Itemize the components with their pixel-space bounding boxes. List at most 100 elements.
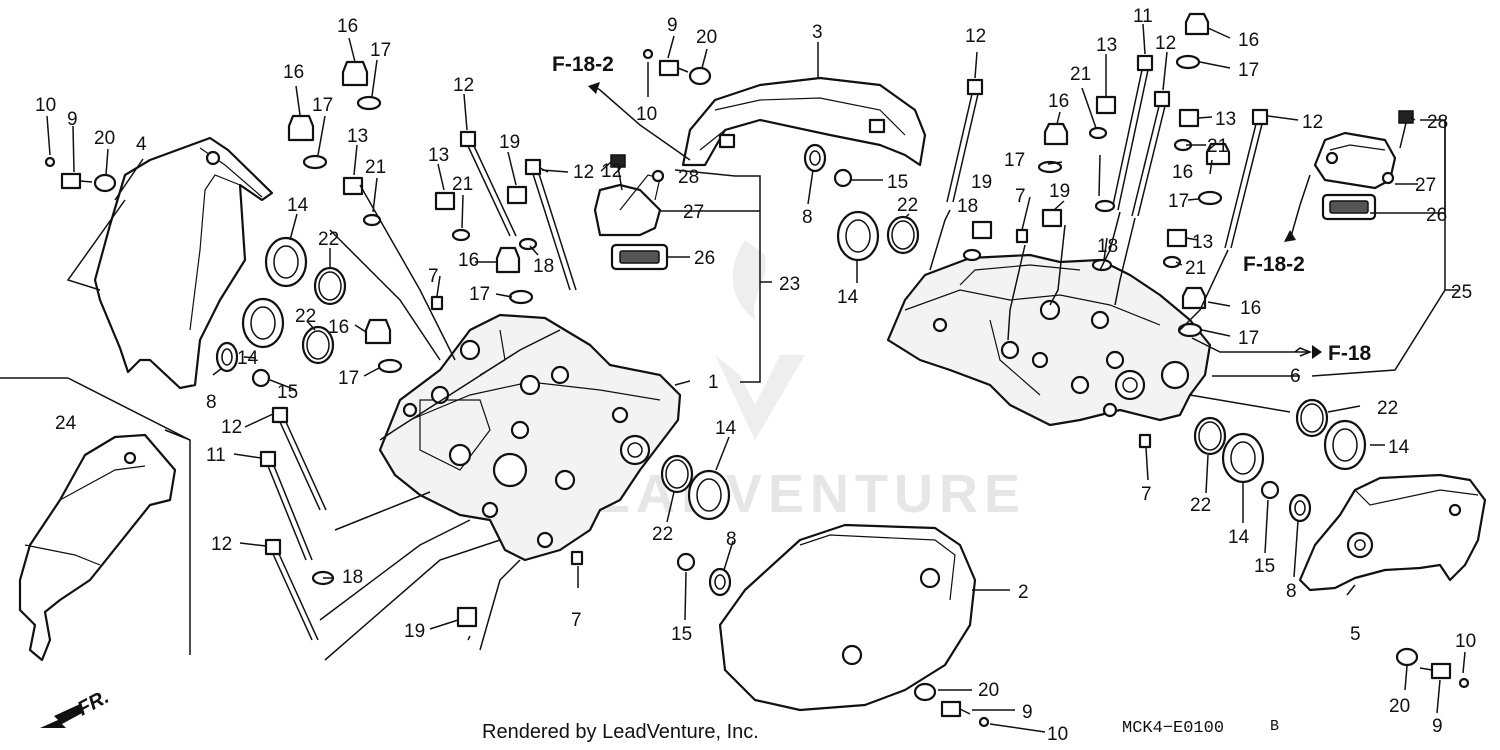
- leader-lines: [0, 23, 1466, 733]
- callout-17: 17: [1168, 191, 1189, 212]
- callout-14: 14: [1228, 527, 1250, 548]
- part-6-cylinder-head-cover-rear: [886, 253, 1212, 427]
- callout-18: 18: [342, 567, 363, 588]
- part-2-lower-cover: [718, 523, 977, 712]
- callout-18: 18: [533, 256, 554, 277]
- callout-22: 22: [897, 195, 918, 216]
- callout-8: 8: [206, 392, 217, 413]
- diagram-code-suffix: B: [1270, 718, 1279, 735]
- ref-f-18: F-18: [1328, 342, 1372, 365]
- diagram-code: MCK4−E0100: [1122, 719, 1224, 738]
- callout-17: 17: [1238, 60, 1259, 81]
- callout-13: 13: [428, 145, 449, 166]
- callout-21: 21: [365, 157, 386, 178]
- callout-17: 17: [370, 40, 391, 61]
- part-4-side-cover-left: [93, 136, 274, 390]
- callout-10: 10: [636, 104, 657, 125]
- callout-22: 22: [318, 229, 339, 250]
- seals-and-grommets: [215, 143, 1367, 597]
- callout-19: 19: [404, 621, 425, 642]
- callout-20: 20: [94, 128, 115, 149]
- callout-17: 17: [469, 284, 490, 305]
- callout-12: 12: [221, 417, 242, 438]
- callout-7: 7: [1141, 484, 1152, 505]
- part-27-breather-plate-right: [1313, 131, 1397, 190]
- callout-15: 15: [887, 172, 908, 193]
- callout-7: 7: [571, 610, 582, 631]
- callout-21: 21: [1207, 136, 1228, 157]
- callout-9: 9: [1432, 716, 1443, 737]
- callout-8: 8: [802, 207, 813, 228]
- callout-10: 10: [1047, 724, 1068, 745]
- callout-12: 12: [573, 162, 594, 183]
- part-1-cylinder-head-cover-front: [378, 313, 682, 562]
- callout-12: 12: [453, 75, 474, 96]
- callout-17: 17: [1238, 328, 1259, 349]
- callout-26: 26: [694, 248, 715, 269]
- callout-21: 21: [1070, 64, 1091, 85]
- callout-22: 22: [295, 306, 316, 327]
- callout-5: 5: [1350, 624, 1361, 645]
- callout-22: 22: [1190, 495, 1211, 516]
- front-direction-arrow: [40, 704, 84, 728]
- callout-20: 20: [978, 680, 999, 701]
- callout-13: 13: [1192, 232, 1213, 253]
- callout-2: 2: [1018, 582, 1029, 603]
- callout-13: 13: [1096, 35, 1117, 56]
- callout-17: 17: [312, 95, 333, 116]
- part-5-side-cover-right: [1298, 473, 1487, 592]
- callout-4: 4: [136, 134, 147, 155]
- callout-27: 27: [1415, 175, 1436, 196]
- callout-26: 26: [1426, 205, 1447, 226]
- callout-21: 21: [452, 174, 473, 195]
- callout-11: 11: [206, 445, 226, 466]
- part-24-lower-cover: [18, 433, 177, 662]
- callout-14: 14: [837, 287, 859, 308]
- callout-3: 3: [812, 22, 823, 43]
- callout-20: 20: [696, 27, 717, 48]
- ref-f-18-2-left: F-18-2: [552, 53, 614, 76]
- callout-9: 9: [667, 15, 678, 36]
- part-26-gasket-left: [610, 243, 669, 271]
- callout-14: 14: [237, 348, 259, 369]
- callout-24: 24: [55, 413, 77, 434]
- callout-13: 13: [1215, 109, 1236, 130]
- callout-16: 16: [1238, 30, 1259, 51]
- callout-14: 14: [715, 418, 737, 439]
- callout-10: 10: [35, 95, 56, 116]
- front-direction-label: FR.: [74, 686, 113, 721]
- bolts-long: [259, 54, 1269, 641]
- callout-25: 25: [1451, 282, 1472, 303]
- callout-16: 16: [328, 317, 349, 338]
- callout-15: 15: [671, 624, 692, 645]
- callout-18: 18: [957, 196, 978, 217]
- callout-19: 19: [1049, 181, 1070, 202]
- bolt-9-washer-20-groups: [44, 48, 1470, 728]
- credit-text: Rendered by LeadVenture, Inc.: [482, 721, 759, 743]
- part-28-bolt-right: [1398, 110, 1414, 149]
- callout-23: 23: [779, 274, 800, 295]
- callout-8: 8: [726, 529, 737, 550]
- callout-12: 12: [601, 161, 622, 182]
- reference-arrows: [588, 82, 1322, 359]
- part-27-breather-plate-left: [593, 169, 665, 237]
- callout-12: 12: [965, 26, 986, 47]
- callout-18: 18: [1097, 236, 1118, 257]
- callout-10: 10: [1455, 631, 1476, 652]
- part-28-bolt-left: [610, 154, 626, 191]
- callout-16: 16: [337, 16, 358, 37]
- callout-28: 28: [678, 167, 699, 188]
- callout-9: 9: [67, 109, 78, 130]
- callout-14: 14: [1388, 437, 1410, 458]
- callout-labels: 1 2 3 4 5 6 7 7 7 7 8 8 8 8 9 9 9 9 10 1…: [35, 6, 1476, 745]
- callout-12: 12: [211, 534, 232, 555]
- callout-15: 15: [1254, 556, 1275, 577]
- callout-17: 17: [1004, 150, 1025, 171]
- callout-16: 16: [458, 250, 479, 271]
- callout-22: 22: [652, 524, 673, 545]
- part-3-top-cover: [681, 76, 927, 167]
- callout-11: 11: [1133, 6, 1153, 27]
- callout-6: 6: [1290, 366, 1301, 387]
- callout-16: 16: [1240, 298, 1261, 319]
